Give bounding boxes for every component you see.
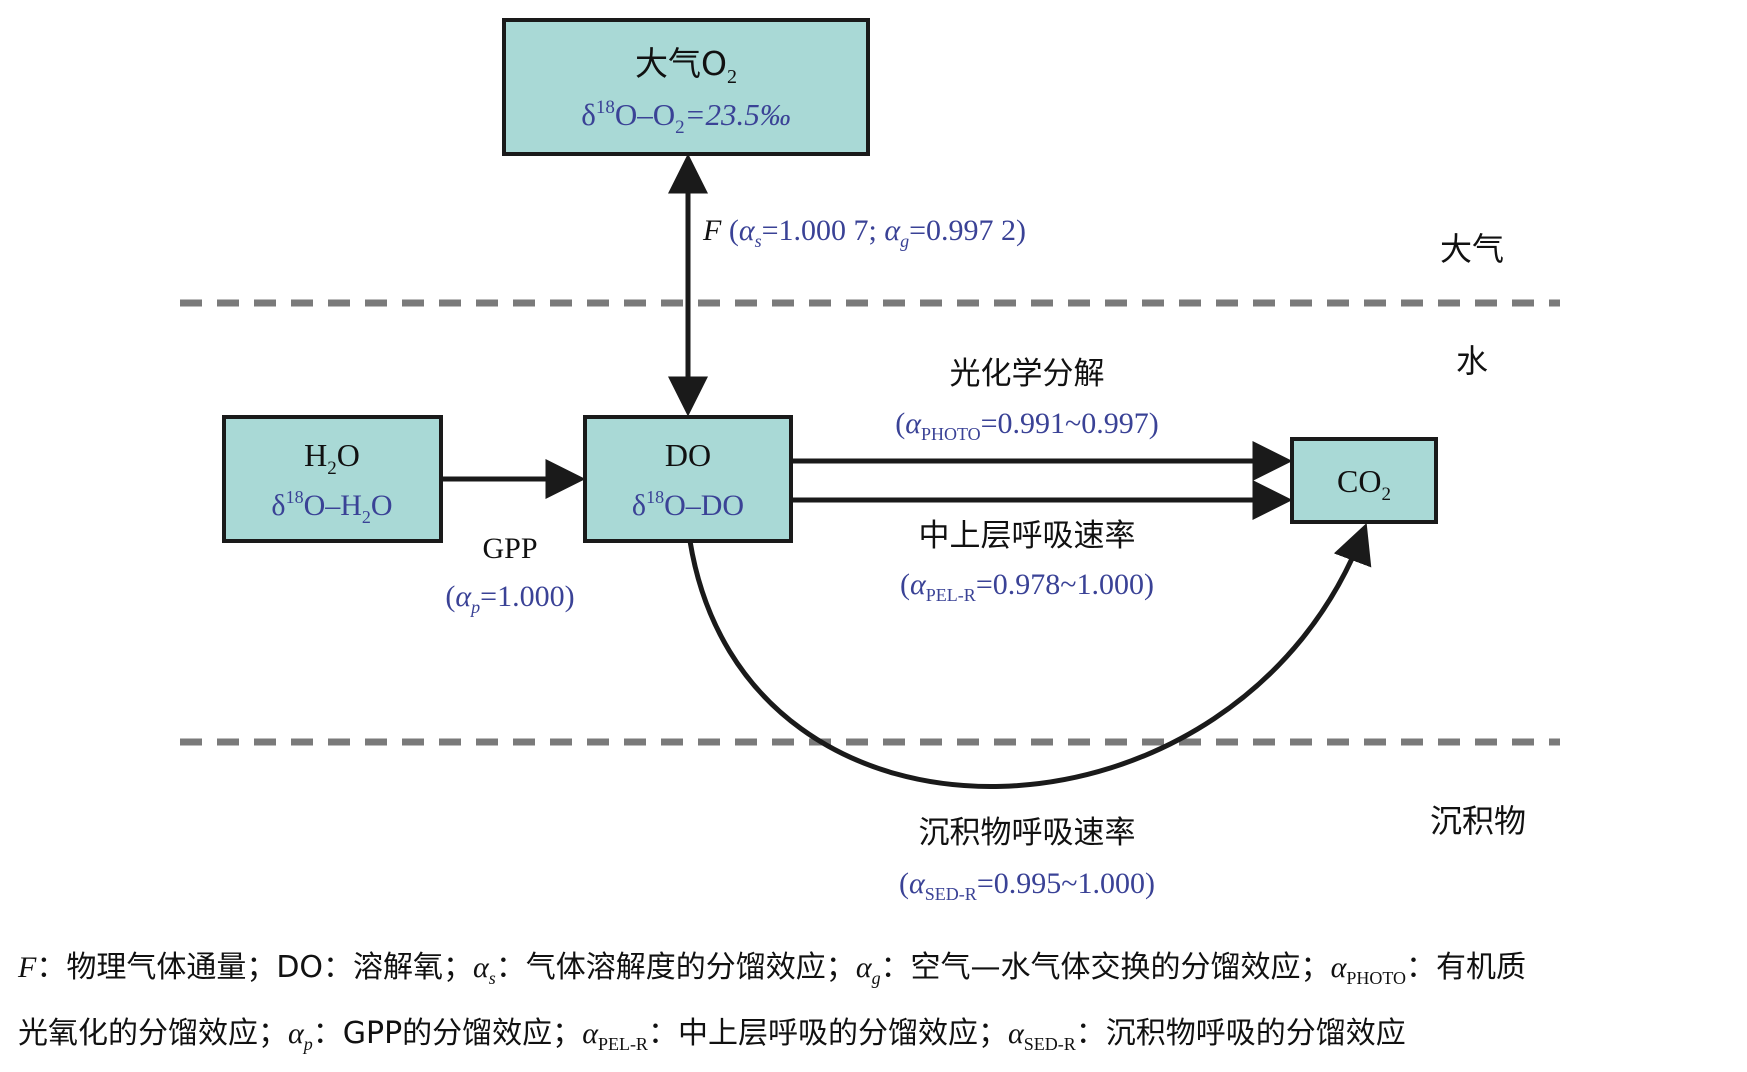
isotope-diagram: 大气 水 沉积物 大气O2 δ18O–O2=23.5‰ H2O δ18O–H2O… (180, 18, 1560, 904)
sediment-respiration-fractionation: (αSED-R=0.995~1.000) (899, 867, 1155, 904)
atmospheric-o2-node: 大气O2 δ18O–O2=23.5‰ (502, 18, 870, 156)
legend-symbol: α (582, 1017, 598, 1050)
legend-entry: αp：GPP的分馏效应； (288, 1016, 583, 1054)
photo-fractionation: (αPHOTO=0.991~0.997) (895, 407, 1159, 444)
legend-entry: DO：溶解氧； (276, 950, 473, 985)
layer-label-atmosphere: 大气 (1440, 230, 1504, 268)
gas-flux-label: F (αs=1.000 7; αg=0.997 2) (702, 214, 1026, 251)
legend-symbol-subscript: PEL-R (597, 1034, 648, 1054)
legend-text: ：有机质 (1406, 950, 1526, 985)
legend-text: ：中上层呼吸的分馏效应； (647, 1016, 1008, 1051)
dissolved-oxygen-title: DO (665, 437, 711, 473)
legend-line-2: 光氧化的分馏效应；αp：GPP的分馏效应；αPEL-R：中上层呼吸的分馏效应；α… (18, 1006, 1733, 1072)
legend-text: ：物理气体通量； (36, 950, 277, 985)
legend-symbol-subscript: s (488, 968, 496, 988)
legend-symbol: α (473, 951, 489, 984)
water-title: H2O (304, 437, 360, 479)
water-isotope-value: δ18O–H2O (271, 487, 392, 527)
legend-symbol-subscript: SED-R (1023, 1034, 1076, 1054)
legend-entry: F：物理气体通量； (18, 950, 276, 985)
legend-symbol-subscript: PHOTO (1346, 968, 1406, 988)
pelagic-respiration-fractionation: (αPEL-R=0.978~1.000) (900, 568, 1154, 605)
sediment-respiration-arrow (687, 522, 1372, 790)
legend-text: ：GPP的分馏效应； (312, 1016, 583, 1051)
legend-text: ：空气—水气体交换的分馏效应； (880, 950, 1331, 985)
legend-entry: αs：气体溶解度的分馏效应； (473, 950, 856, 988)
legend-symbol: α (1330, 951, 1347, 984)
legend: F：物理气体通量；DO：溶解氧；αs：气体溶解度的分馏效应；αg：空气—水气体交… (18, 940, 1733, 1072)
atmospheric-o2-isotope-value: δ18O–O2=23.5‰ (581, 97, 791, 138)
legend-symbol: α (288, 1017, 304, 1050)
legend-symbol-subscript: p (303, 1034, 313, 1054)
co2-title: CO2 (1337, 463, 1391, 505)
atmospheric-o2-title: 大气O2 (635, 44, 737, 88)
legend-text: DO：溶解氧； (276, 950, 474, 985)
gpp-label: GPP (482, 532, 537, 565)
legend-symbol: F (18, 951, 37, 984)
pelagic-respiration-label: 中上层呼吸速率 (919, 518, 1136, 554)
legend-entry: 光氧化的分馏效应； (18, 1016, 288, 1051)
dissolved-oxygen-node: DO δ18O–DO (583, 415, 793, 543)
legend-entry: αPHOTO：有机质 (1330, 950, 1526, 988)
dissolved-oxygen-isotope-value: δ18O–DO (632, 487, 744, 522)
layer-label-water: 水 (1456, 342, 1488, 380)
co2-node: CO2 (1290, 437, 1438, 524)
legend-text: ：沉积物呼吸的分馏效应 (1075, 1016, 1406, 1051)
photo-label: 光化学分解 (950, 356, 1105, 392)
water-node: H2O δ18O–H2O (222, 415, 443, 543)
gpp-fractionation: (αp=1.000) (445, 580, 574, 617)
layer-label-sediment: 沉积物 (1430, 802, 1526, 840)
legend-symbol: α (855, 951, 872, 984)
legend-text: 光氧化的分馏效应； (18, 1016, 288, 1051)
legend-entry: αg：空气—水气体交换的分馏效应； (855, 950, 1331, 988)
legend-entry: αSED-R：沉积物呼吸的分馏效应 (1007, 1016, 1406, 1054)
legend-symbol: α (1007, 1017, 1024, 1050)
legend-line-1: F：物理气体通量；DO：溶解氧；αs：气体溶解度的分馏效应；αg：空气—水气体交… (18, 940, 1733, 1006)
legend-entry: αPEL-R：中上层呼吸的分馏效应； (582, 1016, 1008, 1054)
legend-symbol-subscript: g (871, 968, 881, 988)
sediment-respiration-label: 沉积物呼吸速率 (919, 815, 1136, 851)
legend-text: ：气体溶解度的分馏效应； (495, 950, 856, 985)
